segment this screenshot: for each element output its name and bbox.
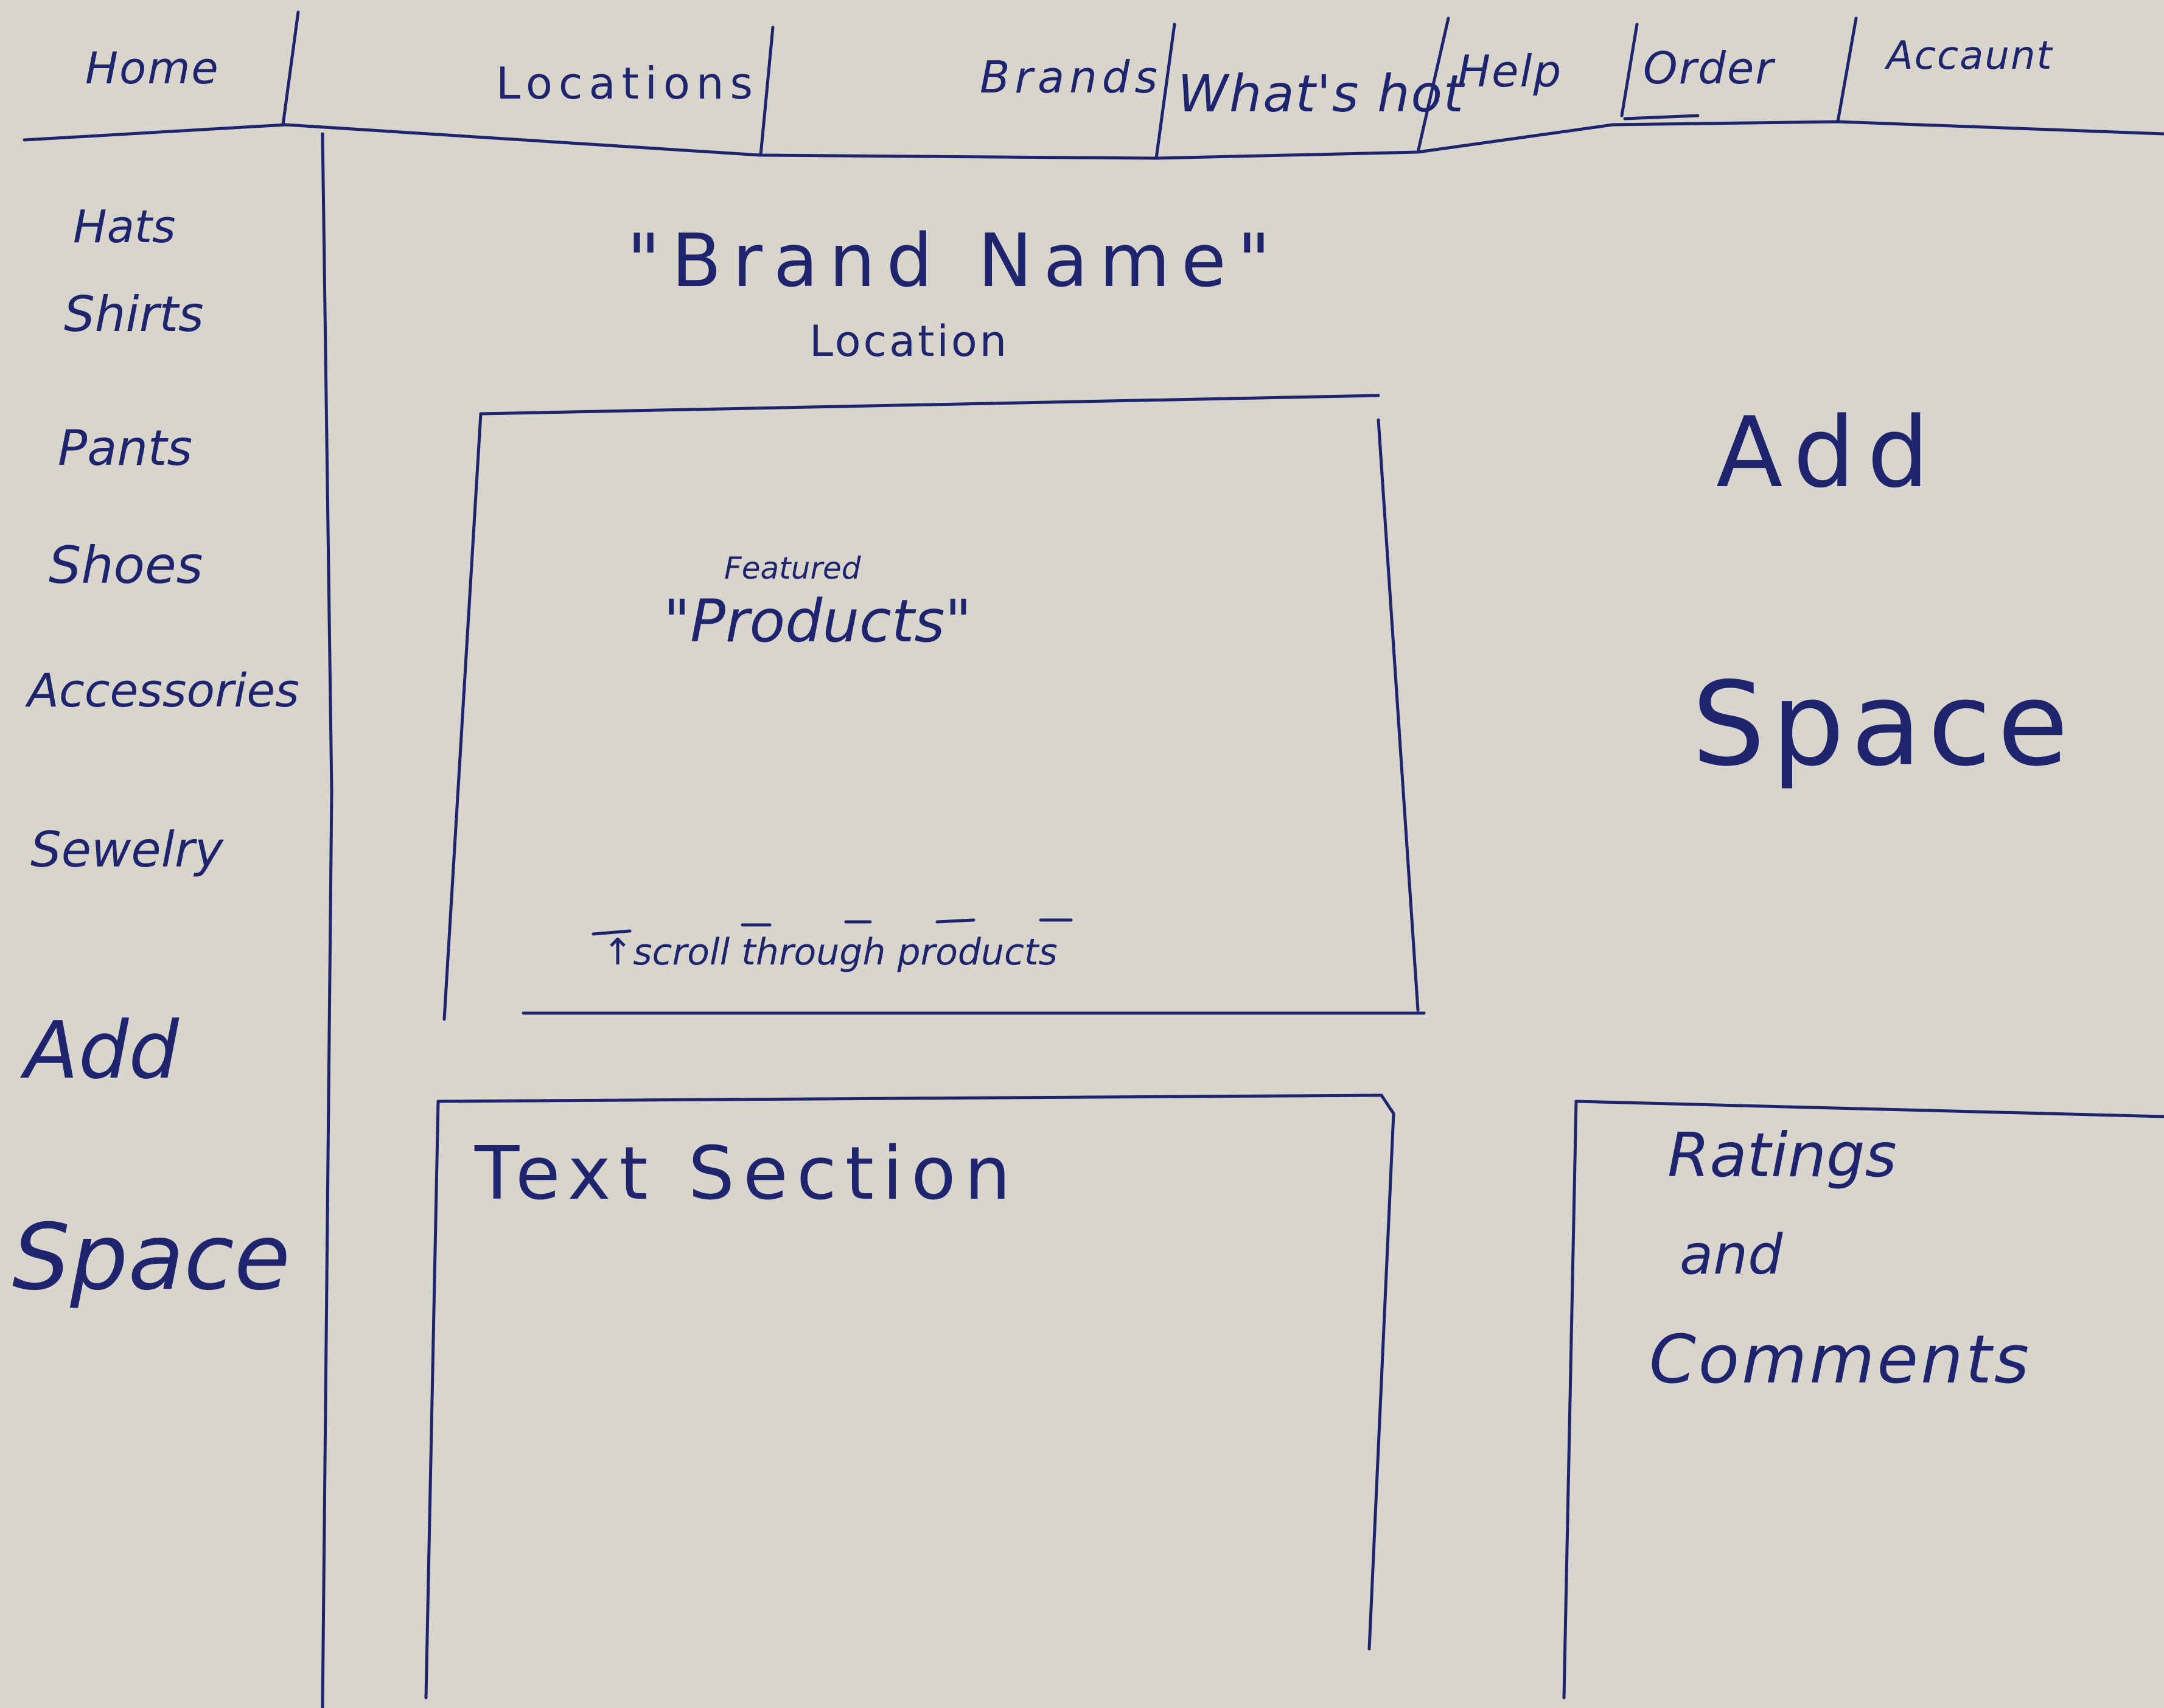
nav-item-brands[interactable]: Brands	[980, 52, 1162, 103]
nav-item-home[interactable]: Home	[85, 43, 220, 94]
right-ad-line2: Space	[1692, 657, 2075, 792]
ratings-line1: Ratings	[1667, 1120, 1897, 1191]
nav-item-help[interactable]: Help	[1457, 46, 1563, 97]
scroll-through-products-note: ↑scroll through products	[602, 931, 1058, 974]
ratings-line2: and	[1680, 1223, 1783, 1287]
nav-item-account[interactable]: Accaunt	[1887, 33, 2053, 78]
sidebar-ad-line1: Add	[24, 1004, 179, 1096]
sidebar-item-jewelry[interactable]: Sewelry	[30, 821, 224, 878]
right-ad-line1: Add	[1716, 396, 1941, 509]
text-section-label: Text Section	[475, 1132, 1019, 1216]
sidebar-item-accessories[interactable]: Accessories	[27, 663, 299, 717]
nav-item-locations[interactable]: Locations	[496, 58, 759, 109]
brand-name-title: "Brand Name"	[627, 219, 1282, 304]
nav-item-order[interactable]: Order	[1643, 43, 1775, 94]
sidebar-ad-line2: Space	[12, 1205, 291, 1311]
sidebar-item-hats[interactable]: Hats	[73, 201, 176, 253]
featured-products-title: "Products"	[663, 587, 972, 655]
featured-annotation: Featured	[724, 551, 861, 586]
ratings-line3: Comments	[1649, 1320, 2032, 1398]
nav-item-whats-hot[interactable]: What's hot	[1178, 64, 1465, 124]
sidebar-item-shoes[interactable]: Shoes	[49, 535, 203, 595]
brand-location: Location	[809, 316, 1010, 366]
sidebar-item-pants[interactable]: Pants	[58, 420, 193, 476]
sidebar-item-shirts[interactable]: Shirts	[64, 286, 204, 343]
